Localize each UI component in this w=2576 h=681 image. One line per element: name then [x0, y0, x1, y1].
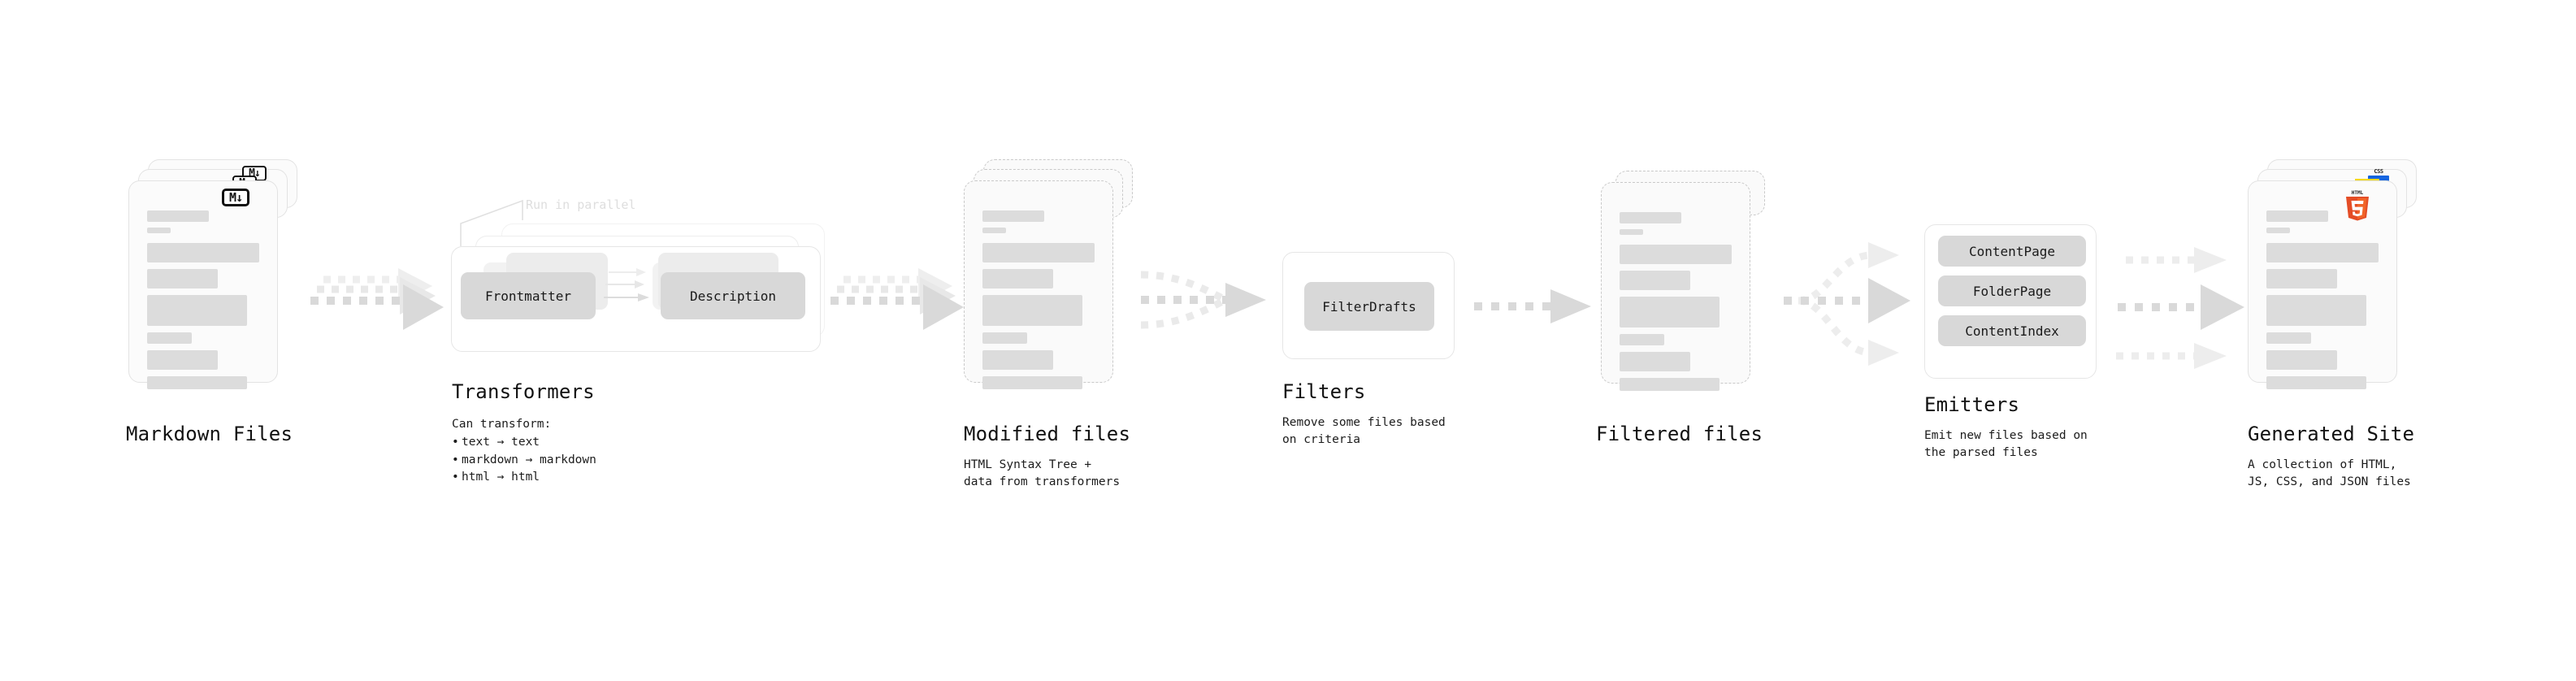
connector-emitters-to-site: [2113, 234, 2259, 369]
generated-site-subtitle: A collection of HTML, JS, CSS, and JSON …: [2248, 458, 2411, 489]
connector-modified-to-filters: [1138, 262, 1276, 339]
filtered-card-front: [1601, 182, 1750, 391]
placeholder-bar: [147, 295, 247, 326]
site-card-front: [2248, 180, 2397, 389]
placeholder-bar: [147, 332, 193, 344]
placeholder-bar: [982, 332, 1028, 344]
stage-title-modified-files: Modified files: [964, 423, 1131, 445]
transformers-subtitle-item: markdown → markdown: [452, 452, 596, 470]
connector-filters-to-filtered: [1472, 286, 1594, 327]
chip-frontmatter[interactable]: Frontmatter: [461, 272, 596, 319]
stage-markdown-files: M↓ M↓ M↓: [128, 159, 297, 389]
connector-markdown-to-transformers: [309, 268, 451, 333]
placeholder-bar: [1620, 229, 1643, 235]
placeholder-bar: [2266, 228, 2290, 233]
transformers-subtitle-item: html → html: [452, 469, 596, 487]
chip-contentindex[interactable]: ContentIndex: [1938, 315, 2086, 346]
filters-group-box: FilterDrafts: [1282, 252, 1455, 359]
modified-card-front: [964, 180, 1113, 389]
parallel-leader-line-icon: [460, 199, 523, 246]
site-placeholder-lines: [2266, 210, 2379, 395]
markdown-file-stack: M↓ M↓ M↓: [128, 159, 297, 389]
placeholder-bar: [147, 350, 218, 370]
dashed-triple-arrow-icon: [310, 268, 444, 330]
filtered-file-stack: [1601, 171, 1770, 391]
placeholder-bar: [2266, 350, 2337, 370]
stage-transformers: Run in parallel Frontmatter Description: [443, 197, 825, 362]
generated-site-stack: CSS HTML: [2248, 159, 2417, 389]
stage-generated-site: CSS HTML: [2248, 159, 2417, 389]
dashed-single-arrow-icon: [1474, 289, 1591, 323]
placeholder-bar: [982, 243, 1095, 262]
transformers-subtitle-lead: Can transform:: [452, 418, 552, 431]
placeholder-bar: [982, 210, 1044, 222]
placeholder-bar: [2266, 376, 2366, 389]
placeholder-bar: [2266, 332, 2312, 344]
stage-title-markdown-files: Markdown Files: [126, 423, 293, 445]
placeholder-bar: [2266, 295, 2366, 326]
transformers-subtitle: Can transform: text → text markdown → ma…: [452, 416, 596, 487]
chip-description[interactable]: Description: [661, 272, 805, 319]
emitters-group-box: ContentPage FolderPage ContentIndex: [1924, 224, 2097, 379]
dashed-triple-parallel-arrow-icon: [2116, 247, 2244, 369]
placeholder-bar: [147, 210, 209, 222]
modified-file-stack: [964, 159, 1133, 389]
placeholder-bar: [147, 228, 171, 233]
chip-filterdrafts[interactable]: FilterDrafts: [1304, 282, 1434, 331]
markdown-placeholder-lines: [147, 210, 259, 395]
stage-emitters: ContentPage FolderPage ContentIndex: [1924, 224, 2097, 379]
placeholder-bar: [982, 376, 1082, 389]
modified-files-subtitle: HTML Syntax Tree + data from transformer…: [964, 458, 1121, 489]
connector-transformers-to-modified: [829, 268, 971, 333]
placeholder-bar: [1620, 245, 1732, 264]
chip-folderpage[interactable]: FolderPage: [1938, 275, 2086, 306]
markdown-icon: M↓: [222, 189, 249, 206]
stage-filters: FilterDrafts: [1282, 252, 1455, 359]
stage-title-transformers: Transformers: [452, 380, 595, 403]
css-chip-shape: CSS: [2368, 168, 2389, 181]
dashed-triple-arrow-icon: [830, 268, 964, 330]
placeholder-bar: [1620, 297, 1720, 327]
connector-filtered-to-emitters: [1784, 234, 1922, 368]
placeholder-bar: [982, 295, 1082, 326]
stage-title-filters: Filters: [1282, 380, 1366, 403]
placeholder-bar: [147, 243, 259, 262]
placeholder-bar: [1620, 271, 1690, 290]
placeholder-bar: [2266, 210, 2328, 222]
filters-subtitle: Remove some files based on criteria: [1282, 416, 1446, 447]
placeholder-bar: [2266, 269, 2337, 288]
placeholder-bar: [147, 376, 247, 389]
css-icon-label: CSS: [2374, 168, 2383, 175]
stage-title-generated-site: Generated Site: [2248, 423, 2415, 445]
dashed-merge-arrow-icon: [1140, 271, 1266, 329]
html5-icon-label: HTML: [2352, 190, 2364, 196]
placeholder-bar: [2266, 243, 2379, 262]
html5-shield-icon: HTML: [2346, 190, 2369, 221]
stage-title-emitters: Emitters: [1924, 393, 2020, 416]
parallel-chip-arrows-icon: [604, 268, 649, 301]
html5-icon: HTML: [2344, 189, 2371, 221]
placeholder-bar: [982, 228, 1006, 233]
css-icon: CSS: [2368, 168, 2389, 181]
placeholder-bar: [147, 269, 218, 288]
markdown-card-front: [128, 180, 278, 389]
chip-contentpage[interactable]: ContentPage: [1938, 236, 2086, 267]
emitters-subtitle: Emit new files based on the parsed files: [1924, 429, 2088, 460]
placeholder-bar: [982, 269, 1053, 288]
dashed-fanout-arrow-icon: [1784, 242, 1910, 366]
placeholder-bar: [1620, 352, 1690, 371]
placeholder-bar: [1620, 378, 1720, 391]
placeholder-bar: [1620, 334, 1665, 345]
placeholder-bar: [982, 350, 1053, 370]
stage-title-filtered-files: Filtered files: [1596, 423, 1763, 445]
stage-filtered-files: [1601, 171, 1770, 391]
modified-placeholder-lines: [982, 210, 1095, 395]
stage-modified-files: [964, 159, 1133, 389]
placeholder-bar: [1620, 212, 1681, 223]
filtered-placeholder-lines: [1620, 212, 1732, 397]
run-in-parallel-label: Run in parallel: [526, 197, 636, 212]
transformers-subtitle-item: text → text: [452, 434, 596, 452]
